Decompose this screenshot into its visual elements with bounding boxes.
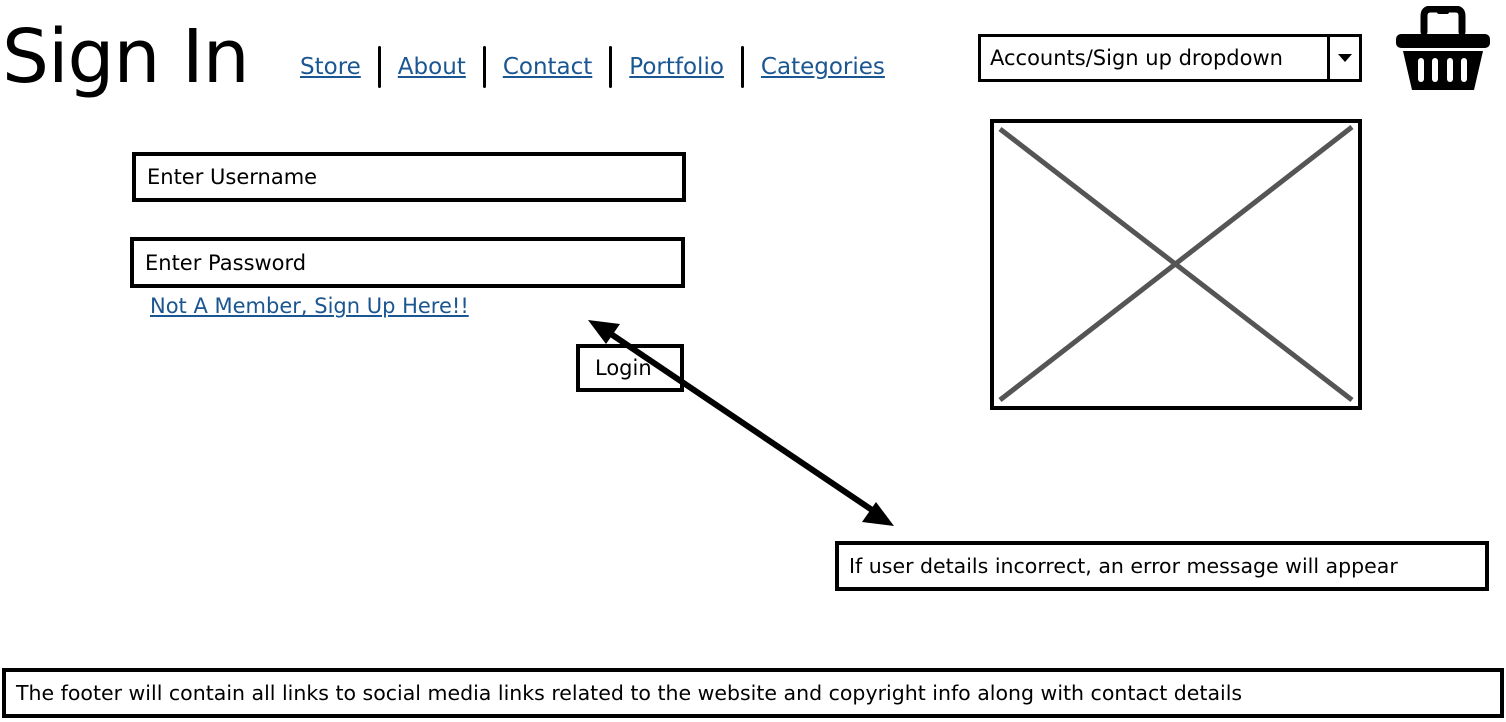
nav-divider: [482, 46, 486, 88]
main-nav: Store About Contact Portfolio Categories: [300, 44, 885, 90]
accounts-dropdown-label: Accounts/Sign up dropdown: [990, 46, 1283, 70]
nav-link-about[interactable]: About: [397, 54, 466, 80]
annotation-arrow: [588, 320, 894, 526]
username-field[interactable]: Enter Username: [132, 152, 686, 202]
nav-divider: [609, 46, 613, 88]
basket-icon[interactable]: [1394, 5, 1492, 92]
footer: The footer will contain all links to soc…: [2, 668, 1504, 718]
password-field[interactable]: Enter Password: [130, 237, 685, 288]
nav-link-categories[interactable]: Categories: [760, 54, 885, 80]
signup-link[interactable]: Not A Member, Sign Up Here!!: [150, 294, 469, 318]
nav-link-portfolio[interactable]: Portfolio: [629, 54, 724, 80]
nav-divider: [377, 46, 381, 88]
chevron-down-icon[interactable]: [1327, 37, 1359, 79]
image-placeholder: [990, 119, 1362, 410]
nav-divider: [740, 46, 744, 88]
page-title: Sign In: [2, 14, 250, 100]
nav-link-store[interactable]: Store: [300, 54, 361, 80]
accounts-dropdown[interactable]: Accounts/Sign up dropdown: [978, 34, 1362, 82]
error-annotation: If user details incorrect, an error mess…: [835, 541, 1489, 591]
nav-link-contact[interactable]: Contact: [502, 54, 593, 80]
